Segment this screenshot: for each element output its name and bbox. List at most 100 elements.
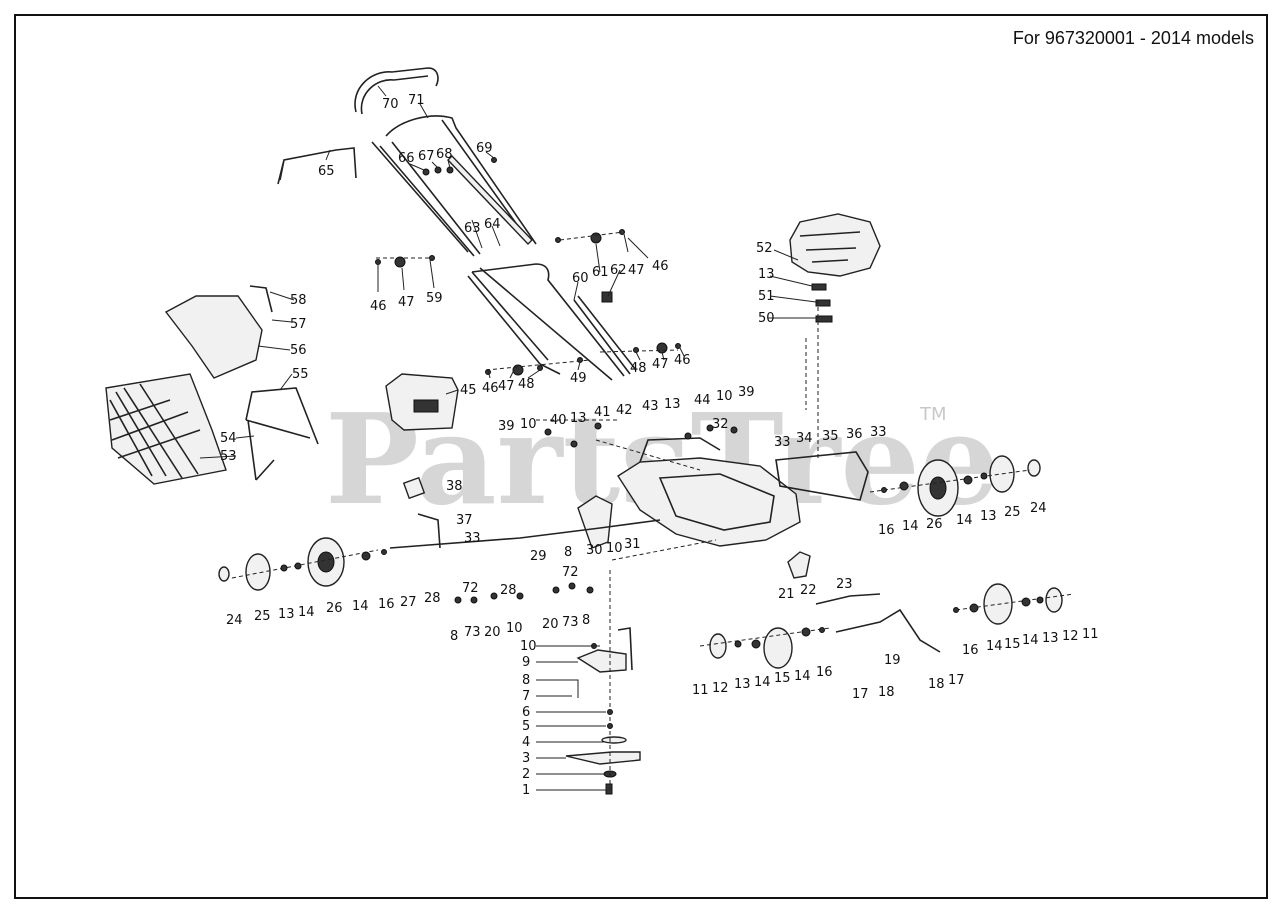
- callout-46-a: 46: [370, 299, 387, 314]
- handle-grip-70-inner: [360, 75, 429, 115]
- callout-13-engine: 13: [758, 267, 775, 282]
- callout-68: 68: [436, 147, 453, 162]
- callout-5: 5: [522, 719, 530, 734]
- callout-44: 44: [694, 393, 711, 408]
- callout-72-a: 72: [462, 581, 479, 596]
- callout-65: 65: [318, 164, 335, 179]
- callout-41: 41: [594, 405, 611, 420]
- callout-61: 61: [592, 265, 609, 280]
- callout-11-b: 11: [692, 683, 709, 698]
- cap-24-right: [1027, 459, 1041, 477]
- callout-22: 22: [800, 583, 817, 598]
- callout-72-b: 72: [562, 565, 579, 580]
- callout-28-a: 28: [424, 591, 441, 606]
- callout-63: 63: [464, 221, 481, 236]
- callout-3: 3: [522, 751, 530, 766]
- blade-holder-4: [601, 736, 627, 744]
- height-lever-37: [417, 513, 441, 549]
- callout-51: 51: [758, 289, 775, 304]
- callout-36: 36: [846, 427, 863, 442]
- engine-washer-51: [815, 299, 831, 307]
- callout-46-d: 46: [674, 353, 691, 368]
- cap-24-left: [218, 566, 230, 582]
- engine-52-detail: [799, 231, 861, 263]
- diagram-frame: [14, 14, 1268, 899]
- callout-71: 71: [408, 93, 425, 108]
- callout-48-a: 48: [518, 377, 535, 392]
- callout-15-b: 15: [774, 671, 791, 686]
- grass-bag-53-mesh: [109, 383, 201, 479]
- front-hubcap-12-left: [709, 633, 727, 659]
- engine-bolt-13: [811, 283, 827, 291]
- knob-47-top: [590, 232, 602, 244]
- watermark-trademark: TM: [919, 404, 947, 425]
- callout-13-c: 13: [980, 509, 997, 524]
- callout-13-e: 13: [1042, 631, 1059, 646]
- callout-66: 66: [398, 151, 415, 166]
- assembly-line-bracket: [536, 419, 701, 471]
- front-bar-23: [815, 593, 881, 605]
- callout-43: 43: [642, 399, 659, 414]
- assembly-line-front: [699, 593, 1075, 647]
- callout-10-b: 10: [520, 417, 537, 432]
- engine-52: [789, 213, 881, 277]
- callout-70: 70: [382, 97, 399, 112]
- callout-55: 55: [292, 367, 309, 382]
- callout-53: 53: [220, 449, 237, 464]
- bag-frame-55: [245, 387, 319, 481]
- callout-12-b: 12: [712, 681, 729, 696]
- callout-16-c: 16: [962, 643, 979, 658]
- callout-47-a: 47: [398, 295, 415, 310]
- rear-bar-34: [775, 451, 869, 501]
- callout-18-a: 18: [878, 685, 895, 700]
- knob-47-right: [656, 342, 668, 354]
- grip-38: [402, 476, 426, 500]
- callout-14-b: 14: [956, 513, 973, 528]
- callout-46-b: 46: [652, 259, 669, 274]
- callout-25-a: 25: [1004, 505, 1021, 520]
- bail-bar-65: [277, 147, 357, 185]
- callout-16-b: 16: [378, 597, 395, 612]
- callout-18-b: 18: [928, 677, 945, 692]
- callout-47-d: 47: [652, 357, 669, 372]
- callout-15-a: 15: [1004, 637, 1021, 652]
- callout-73-b: 73: [562, 615, 579, 630]
- callout-35: 35: [822, 429, 839, 444]
- callout-6: 6: [522, 705, 530, 720]
- callout-24-b: 24: [226, 613, 243, 628]
- callout-10-e: 10: [520, 639, 537, 654]
- callout-9: 9: [522, 655, 530, 670]
- callout-56: 56: [290, 343, 307, 358]
- callout-50: 50: [758, 311, 775, 326]
- callout-8-b: 8: [450, 629, 458, 644]
- callout-26-a: 26: [926, 517, 943, 532]
- callout-52: 52: [756, 241, 773, 256]
- bag-top-cover-56: [164, 295, 263, 379]
- callout-49: 49: [570, 371, 587, 386]
- callout-14-a: 14: [902, 519, 919, 534]
- callout-20-b: 20: [542, 617, 559, 632]
- callout-39-a: 39: [738, 385, 755, 400]
- front-hubcap-12-right: [1045, 587, 1063, 613]
- blade-adapter-9: [576, 649, 627, 673]
- callout-69: 69: [476, 141, 493, 156]
- callout-26-b: 26: [326, 601, 343, 616]
- callout-14-e: 14: [986, 639, 1003, 654]
- top-handle-cable-63: [447, 154, 533, 246]
- engine-bolt-50: [815, 315, 833, 323]
- callout-27: 27: [400, 595, 417, 610]
- deck-31-inner: [658, 473, 775, 531]
- callout-24-a: 24: [1030, 501, 1047, 516]
- callout-60: 60: [572, 271, 589, 286]
- callout-10-d: 10: [506, 621, 523, 636]
- blade-3: [565, 751, 641, 765]
- callout-33-a: 33: [774, 435, 791, 450]
- assembly-line-rear: [231, 469, 1031, 579]
- assembly-line-engine: [805, 300, 819, 460]
- callout-14-d: 14: [352, 599, 369, 614]
- clip-62: [601, 291, 613, 303]
- callout-45: 45: [460, 383, 477, 398]
- hardware-dots: [280, 157, 1044, 729]
- hubcap-25-left: [245, 553, 271, 591]
